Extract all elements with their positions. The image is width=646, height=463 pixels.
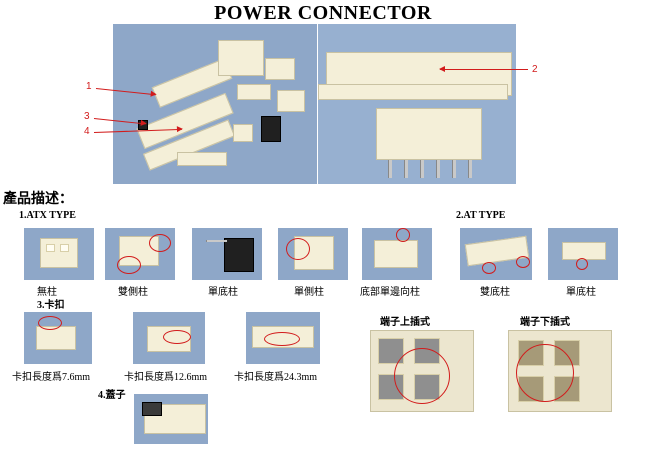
clip-photo-2 [133, 312, 205, 364]
clip-label-3: 卡扣長度爲24.3mm [234, 372, 318, 383]
atx-label-1: 無柱 [37, 287, 57, 298]
connector-image [206, 240, 227, 242]
connector-image [60, 244, 69, 252]
connector-image [218, 40, 264, 76]
atx-label-4: 單側柱 [294, 287, 324, 298]
at-label-2: 單底柱 [566, 287, 596, 298]
highlight-circle [286, 238, 310, 260]
highlight-circle [516, 344, 574, 402]
highlight-circle [396, 228, 410, 242]
connector-image [318, 84, 508, 100]
highlight-circle [516, 256, 530, 268]
atx-label-5: 底部單邊向柱 [360, 287, 420, 298]
atx-photo-1 [24, 228, 94, 280]
connector-image [261, 116, 281, 142]
terminal-top-label: 端子上插式 [380, 317, 430, 328]
connector-image [436, 160, 440, 178]
connector-image [177, 152, 227, 166]
connector-image [237, 84, 271, 100]
at-photo-1 [460, 228, 532, 280]
atx-photo-4 [278, 228, 348, 280]
connector-image [562, 242, 606, 260]
connector-image [224, 238, 254, 272]
atx-label-2: 雙側柱 [118, 287, 148, 298]
highlight-circle [482, 262, 496, 274]
highlight-circle [576, 258, 588, 270]
at-photo-2 [548, 228, 618, 280]
connector-image [376, 108, 482, 160]
highlight-circle [149, 234, 171, 252]
section-heading: 產品描述： [3, 191, 73, 207]
connector-image [277, 90, 305, 112]
connector-image [46, 244, 55, 252]
callout-2: 2 [532, 64, 538, 75]
atx-photo-3 [192, 228, 262, 280]
clip-heading: 3.卡扣 [37, 300, 65, 311]
connector-image [404, 160, 408, 178]
callout-4: 4 [84, 126, 90, 137]
cover-photo [134, 394, 208, 444]
at-label-1: 雙底柱 [480, 287, 510, 298]
clip-label-1: 卡扣長度爲7.6mm [12, 372, 91, 383]
highlight-circle [38, 316, 62, 330]
atx-label-3: 單底柱 [208, 287, 238, 298]
page-title: POWER CONNECTOR [214, 2, 432, 24]
terminal-bottom-label: 端子下插式 [520, 317, 570, 328]
clip-photo-3 [246, 312, 320, 364]
hero-photo-left [113, 24, 317, 184]
connector-image [388, 160, 392, 178]
highlight-circle [117, 256, 141, 274]
clip-label-2: 卡扣長度爲12.6mm [124, 372, 208, 383]
connector-image [233, 124, 253, 142]
at-heading: 2.AT TYPE [456, 210, 506, 221]
terminal-bottom-photo [508, 330, 612, 412]
highlight-circle [264, 332, 300, 346]
connector-image [374, 240, 418, 268]
connector-image [36, 326, 76, 350]
callout-1: 1 [86, 81, 92, 92]
callout-3: 3 [84, 111, 90, 122]
highlight-circle [163, 330, 191, 344]
connector-image [452, 160, 456, 178]
callout-2-arrow [439, 66, 528, 72]
highlight-circle [394, 348, 450, 404]
connector-image [265, 58, 295, 80]
connector-image [142, 402, 162, 416]
hero-photo-right [318, 24, 516, 184]
connector-image [40, 238, 78, 268]
connector-image [468, 160, 472, 178]
atx-photo-5 [362, 228, 432, 280]
terminal-top-photo [370, 330, 474, 412]
cover-heading: 4.蓋子 [98, 390, 126, 401]
clip-photo-1 [24, 312, 92, 364]
atx-photo-2 [105, 228, 175, 280]
connector-image [420, 160, 424, 178]
atx-heading: 1.ATX TYPE [19, 210, 76, 221]
